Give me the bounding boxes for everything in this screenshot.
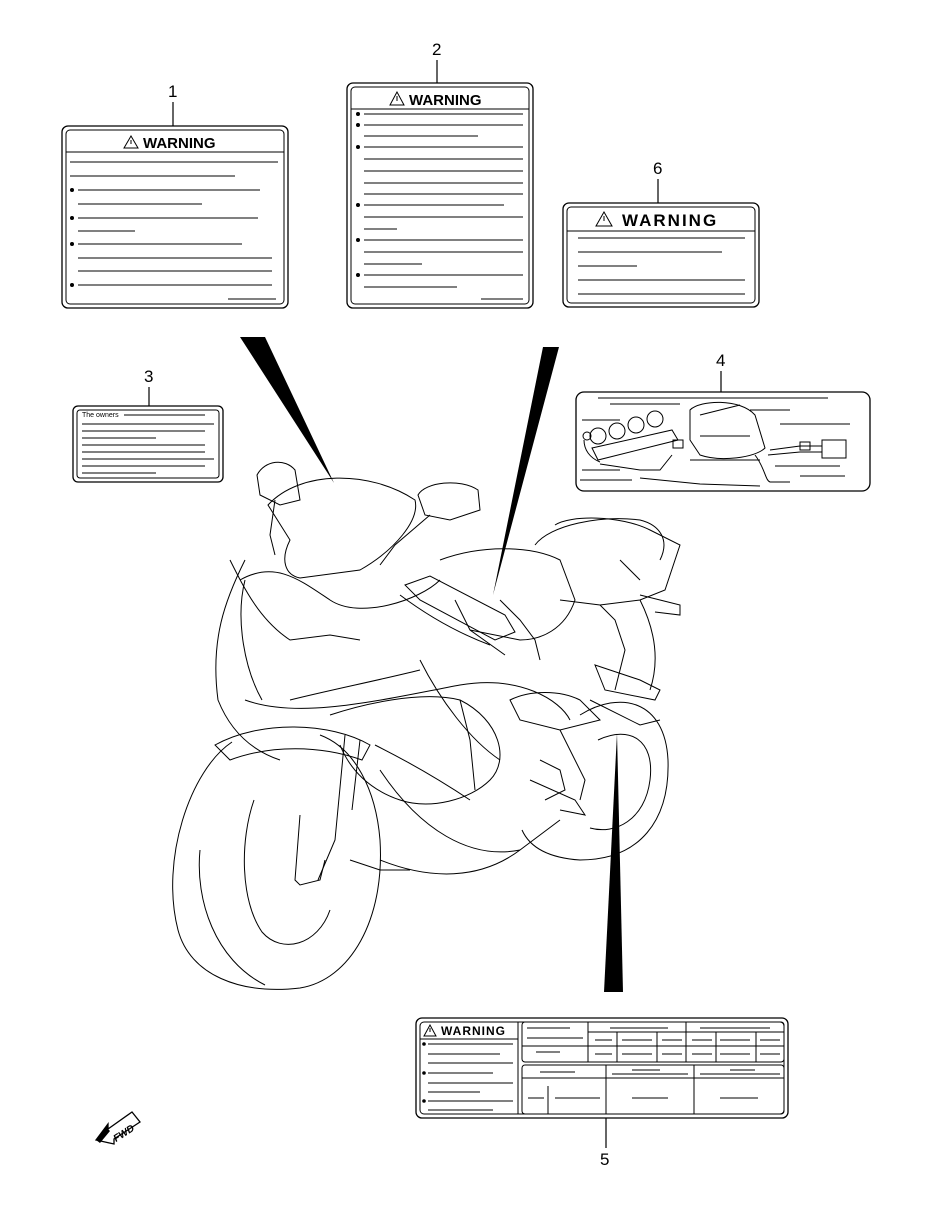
warning-triangle-icon xyxy=(123,135,139,149)
warning-triangle-icon xyxy=(389,90,405,106)
label-4[interactable]: 4 xyxy=(575,351,871,492)
label-1[interactable]: 1 WARNING xyxy=(61,82,289,309)
label-1-text-lines xyxy=(70,161,278,300)
motorcycle-drawing xyxy=(172,461,681,990)
label-5-header: WARNING xyxy=(441,1024,506,1038)
label-2-number: 2 xyxy=(432,40,441,59)
label-2-header: WARNING xyxy=(409,92,482,109)
warning-triangle-icon xyxy=(595,210,613,227)
label-3-number: 3 xyxy=(144,367,153,386)
label-6-number: 6 xyxy=(653,159,662,178)
label-6-text-lines xyxy=(578,237,745,295)
label-2[interactable]: 2 WARNING xyxy=(346,40,534,309)
label-3-header: The owners xyxy=(82,412,119,419)
label-1-number: 1 xyxy=(168,82,177,101)
pointer-label-5 xyxy=(604,733,623,992)
label-1-header: WARNING xyxy=(143,135,216,152)
fwd-arrow-icon: FWD xyxy=(94,1111,141,1145)
label-5-number: 5 xyxy=(600,1150,609,1169)
pointer-label-1 xyxy=(240,337,334,483)
label-5-text-lines xyxy=(422,1042,513,1111)
engine-diagram-icon xyxy=(580,397,850,487)
label-3[interactable]: 3 The owners xyxy=(72,367,224,483)
label-5[interactable]: WARNING xyxy=(415,1017,789,1169)
label-6-header: WARNING xyxy=(622,211,718,230)
label-3-text-lines xyxy=(82,414,214,474)
label-5-table xyxy=(521,1021,785,1115)
label-2-text-lines xyxy=(356,112,523,300)
label-4-number: 4 xyxy=(716,351,725,370)
pointer-wedges xyxy=(240,337,623,992)
pointer-label-2 xyxy=(493,347,559,595)
label-6[interactable]: 6 WARNING xyxy=(562,159,760,308)
warning-triangle-icon xyxy=(423,1023,437,1037)
